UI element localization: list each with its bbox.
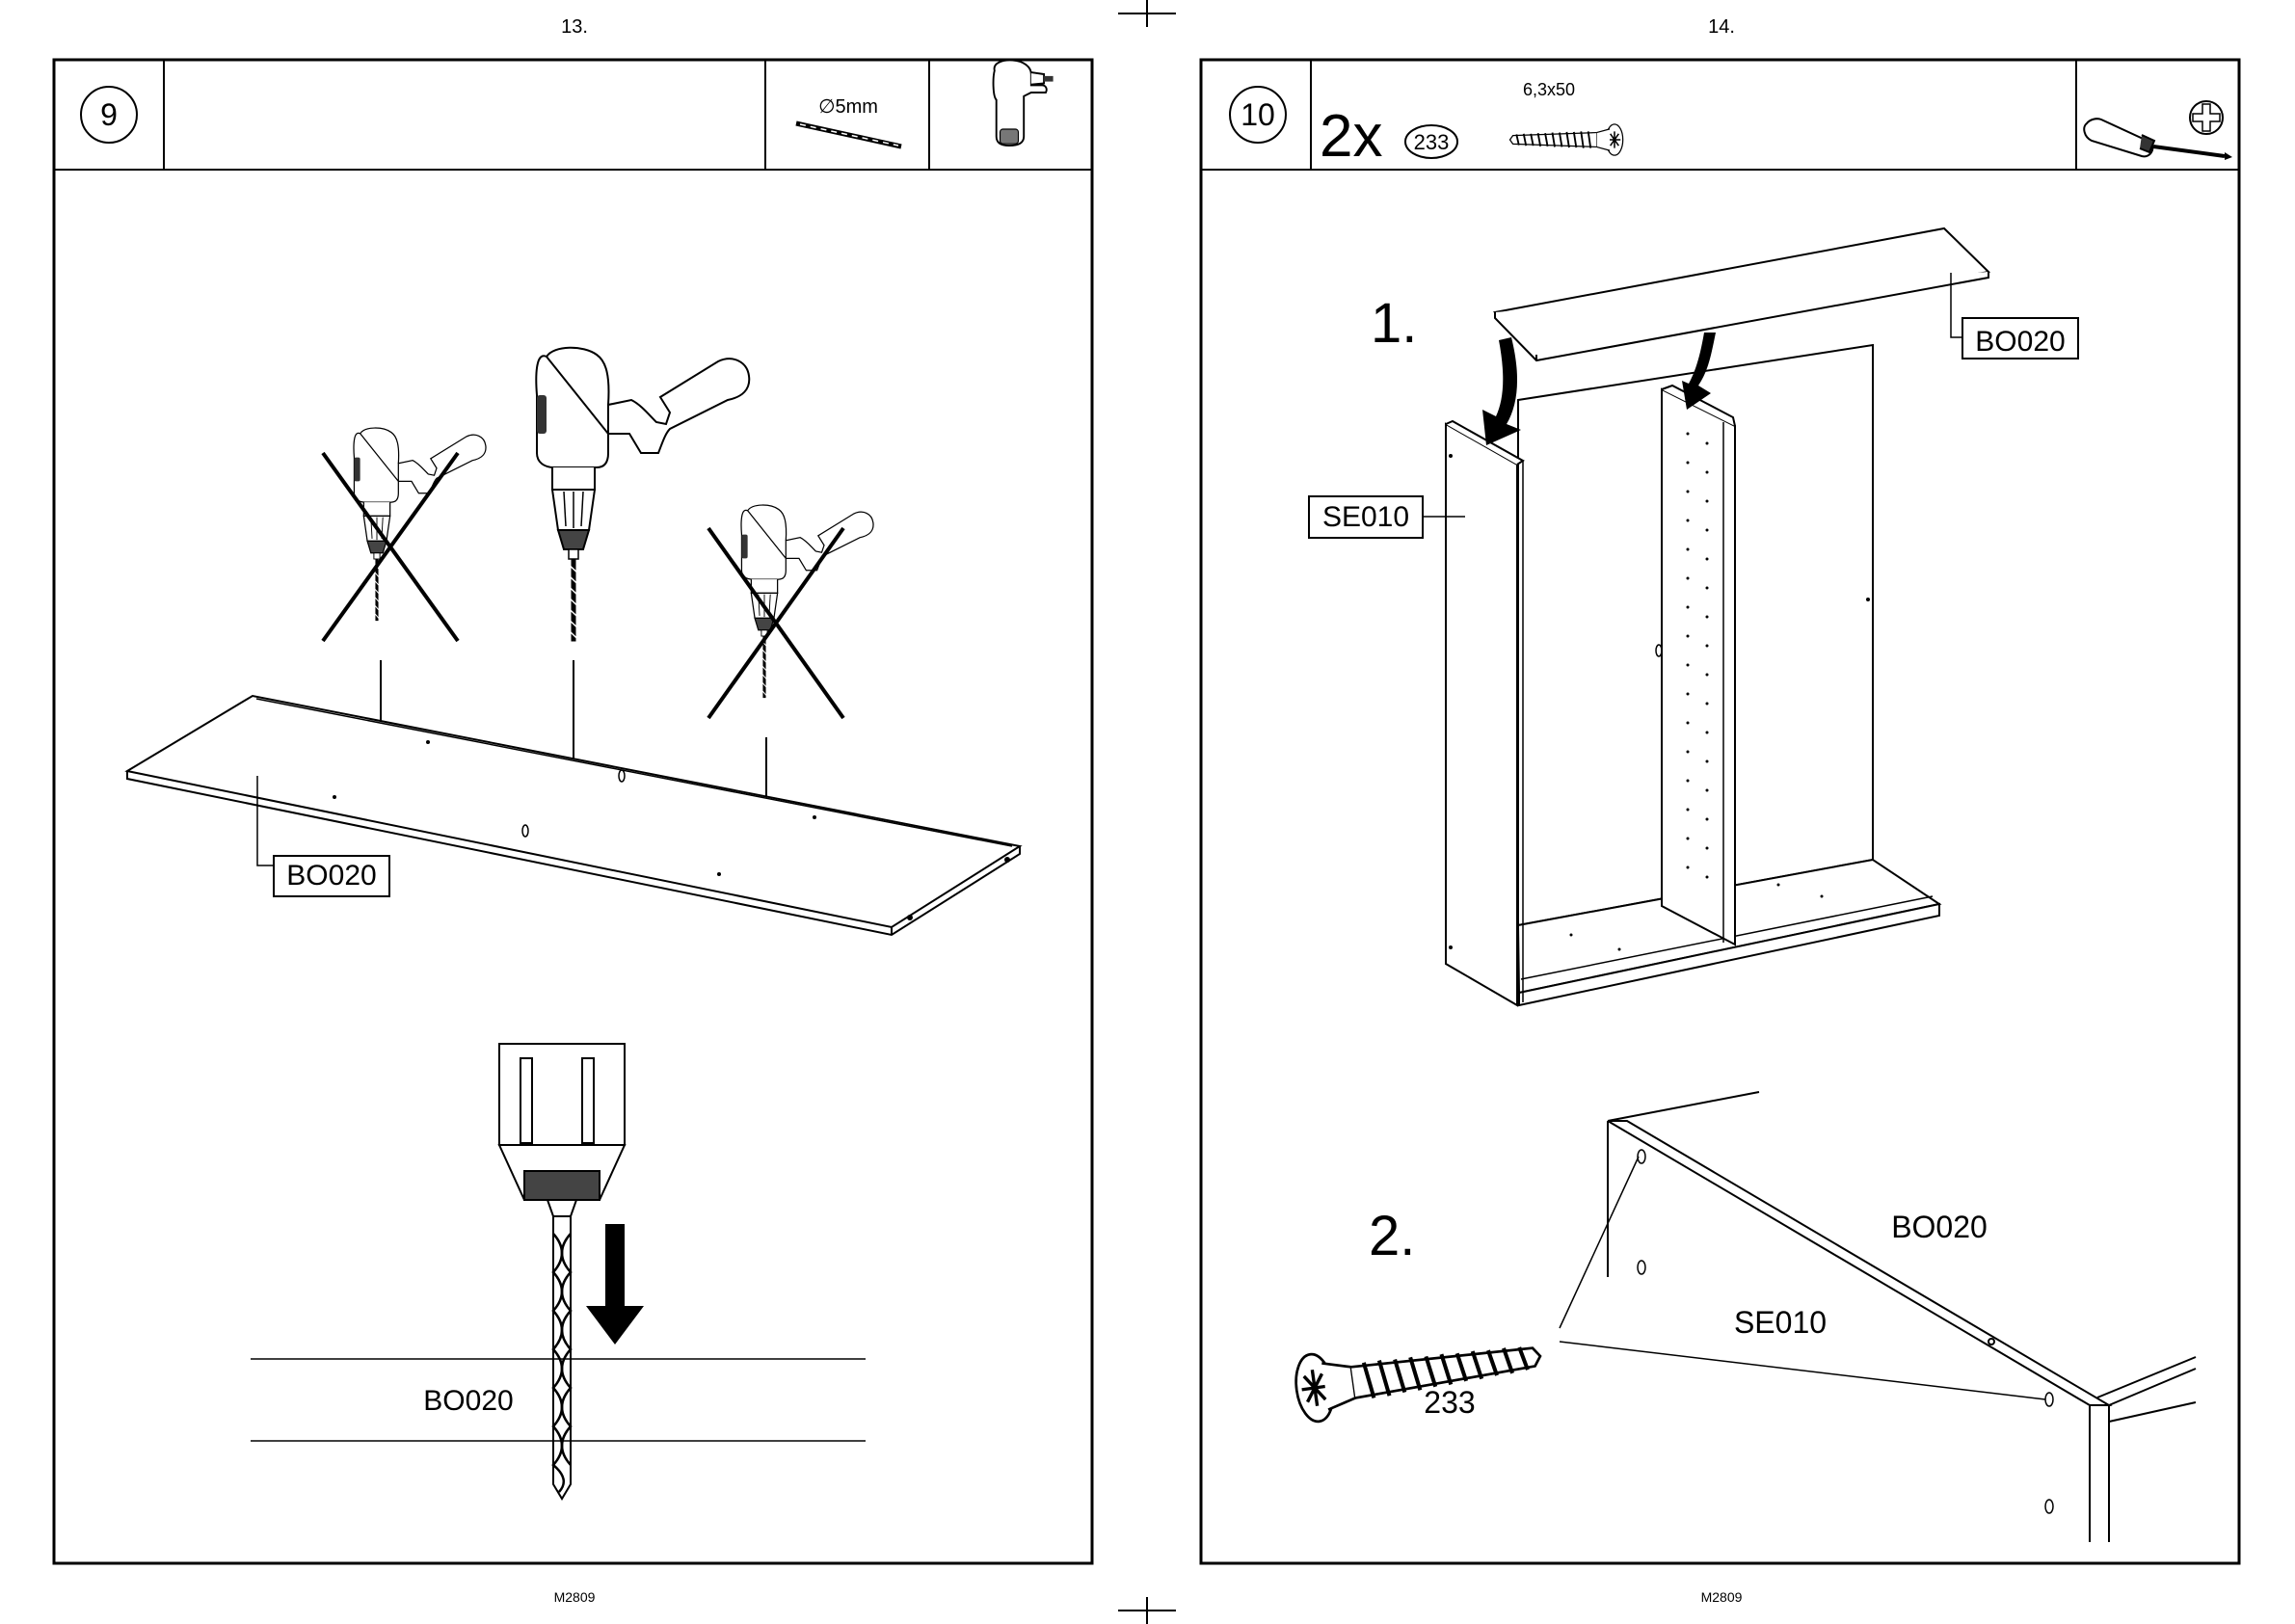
joint-detail-illustration <box>1560 1092 2196 1542</box>
cabinet-illustration <box>1446 228 1988 1005</box>
step-number: 9 <box>100 97 118 132</box>
detail-label-top-panel: BO020 <box>1891 1210 1988 1244</box>
right-page: 14. M2809 10 2x 233 6,3x50 1. <box>1201 16 2239 1605</box>
drill-vertical-correct <box>536 348 749 642</box>
footer-code: M2809 <box>554 1589 596 1605</box>
crop-marks <box>1118 0 1176 1624</box>
detail-label-side-panel: SE010 <box>1734 1305 1827 1340</box>
sub-step-1: 1. <box>1371 292 1417 355</box>
phillips-head-icon <box>2190 101 2223 134</box>
screw-size: 6,3x50 <box>1523 80 1575 99</box>
part-label-top-panel: BO020 <box>286 860 376 892</box>
part-label-top-panel: BO020 <box>1975 326 2065 358</box>
drill-bit-label: ∅5mm <box>818 96 878 118</box>
cordless-drill-icon <box>994 60 1054 146</box>
page-number: 13. <box>561 16 588 38</box>
left-page: 13. M2809 9 ∅5mm <box>54 16 1092 1605</box>
part-label-side-panel: SE010 <box>1322 501 1409 533</box>
confirmat-screw-icon <box>1292 1322 1544 1424</box>
detail-label-screw: 233 <box>1424 1385 1475 1420</box>
down-arrow-icon <box>586 1224 644 1344</box>
part-number: 233 <box>1414 130 1450 154</box>
step-number: 10 <box>1241 97 1275 132</box>
quantity: 2x <box>1320 103 1382 170</box>
confirmat-screw-icon <box>1510 124 1623 155</box>
drill-bit-icon <box>796 123 901 146</box>
footer-code: M2809 <box>1701 1589 1743 1605</box>
page-number: 14. <box>1708 16 1735 38</box>
part-label-detail-panel: BO020 <box>423 1385 513 1417</box>
sub-step-2: 2. <box>1369 1205 1415 1267</box>
